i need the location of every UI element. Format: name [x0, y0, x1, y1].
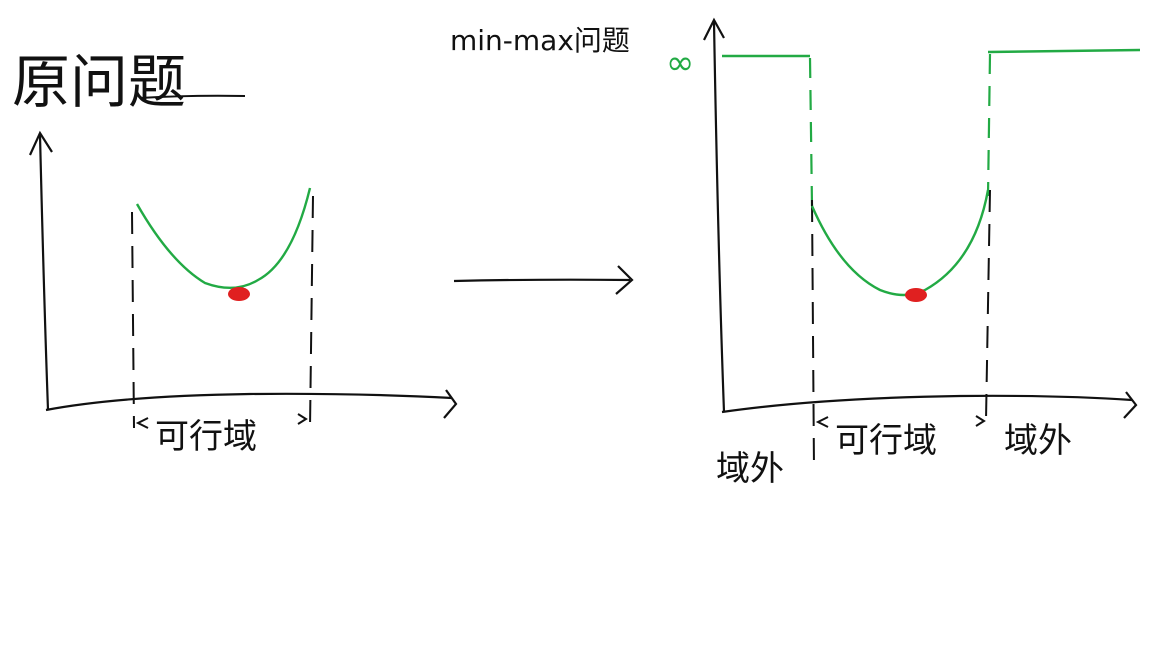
- left-title: 原问题: [12, 48, 186, 116]
- right-x-axis: [721, 394, 1133, 414]
- right-boundary-left: [811, 199, 815, 471]
- left-objective-curve: [135, 187, 312, 289]
- left-boundary-right: [309, 195, 314, 429]
- right-optimum-point: [905, 288, 927, 302]
- right-y-axis: [712, 21, 726, 413]
- left-x-axis: [45, 392, 453, 412]
- left-bracket-arrow-right-icon: [297, 413, 308, 425]
- right-x-axis-arrow-icon: [1123, 391, 1138, 419]
- right-outside-right-label: 域外: [1004, 421, 1072, 461]
- right-feasible-label: 可行域: [835, 421, 937, 461]
- right-objective-curve: [810, 189, 990, 297]
- left-y-axis-arrow-icon: [28, 130, 53, 156]
- transform-arrow: [453, 278, 631, 283]
- left-optimum-point: [228, 287, 250, 301]
- right-jump-left: [808, 57, 814, 207]
- right-y-axis-arrow-icon: [703, 17, 725, 41]
- right-outside-left-label: 域外: [716, 449, 784, 489]
- right-bracket-arrow-right-icon: [975, 415, 986, 427]
- left-bracket-arrow-left-icon: [135, 417, 149, 429]
- infinity-label: ∞: [666, 43, 694, 83]
- left-title-underline: [139, 94, 246, 99]
- left-y-axis: [38, 134, 50, 411]
- left-feasible-label: 可行域: [155, 417, 257, 457]
- right-title: min-max问题: [450, 24, 630, 57]
- left-boundary-left: [131, 211, 135, 429]
- right-jump-right: [986, 53, 992, 197]
- left-x-axis-arrow-icon: [443, 389, 458, 419]
- transform-arrow-head-icon: [615, 265, 634, 295]
- right-boundary-right: [985, 189, 991, 421]
- right-infinity-line-right: [987, 48, 1141, 54]
- right-bracket-arrow-left-icon: [815, 416, 829, 428]
